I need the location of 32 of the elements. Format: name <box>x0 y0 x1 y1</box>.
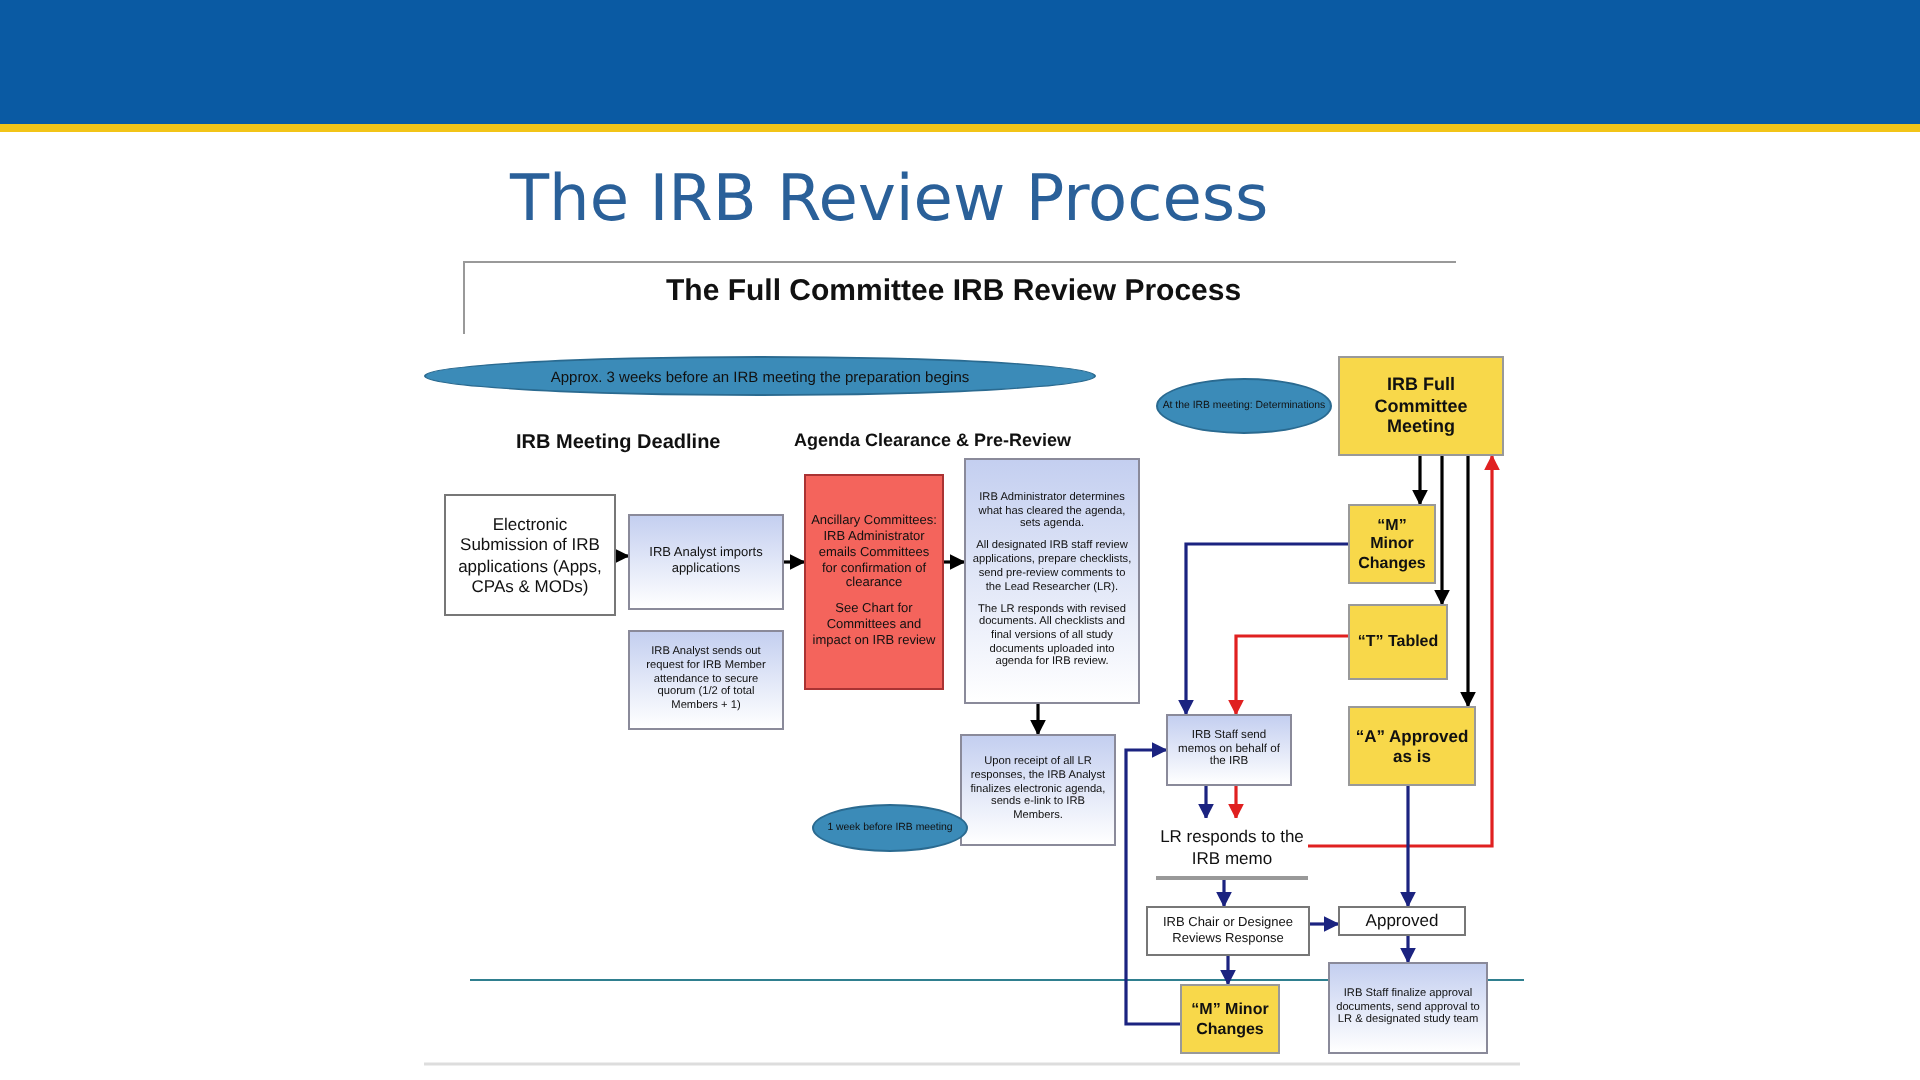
section-heading: Agenda Clearance & Pre-Review <box>794 430 1072 450</box>
arrow <box>1310 916 1340 932</box>
arrow <box>1308 454 1500 848</box>
arrow <box>1228 786 1244 820</box>
arrow <box>1412 456 1428 506</box>
arrow <box>1124 742 1180 1026</box>
process-box <box>804 474 944 690</box>
arrow <box>1220 956 1236 986</box>
meeting-box: IRB Full Committee Meeting <box>1338 356 1504 456</box>
slide-title: The IRB Review Process <box>510 160 1269 236</box>
decision-box: “M” Minor Changes <box>1180 984 1280 1054</box>
arrow <box>1198 786 1214 820</box>
step-text: LR responds to the IRB memo <box>1156 818 1308 880</box>
arrow <box>944 554 966 570</box>
arrow <box>1434 456 1450 606</box>
process-box: Electronic Submission of IRB applications (Apps, CPAs & MODs) <box>444 494 616 616</box>
arrow <box>784 554 806 570</box>
arrow <box>1030 704 1046 736</box>
decision-box: “A” Approved as is <box>1348 706 1476 786</box>
arrow <box>1228 634 1348 716</box>
arrow <box>613 548 630 564</box>
arrow <box>1400 936 1416 964</box>
decision-box: “T” Tabled <box>1348 604 1448 680</box>
arrow <box>1216 880 1232 908</box>
decision-box: “M” Minor Changes <box>1348 504 1436 584</box>
diagram-heading: The Full Committee IRB Review Process <box>666 274 1242 308</box>
arrow <box>1460 456 1476 708</box>
process-box <box>964 458 1140 704</box>
status-box: Approved <box>1338 906 1466 936</box>
arrow <box>1178 542 1348 716</box>
section-heading: IRB Meeting Deadline <box>516 432 721 454</box>
arrow <box>1400 786 1416 908</box>
